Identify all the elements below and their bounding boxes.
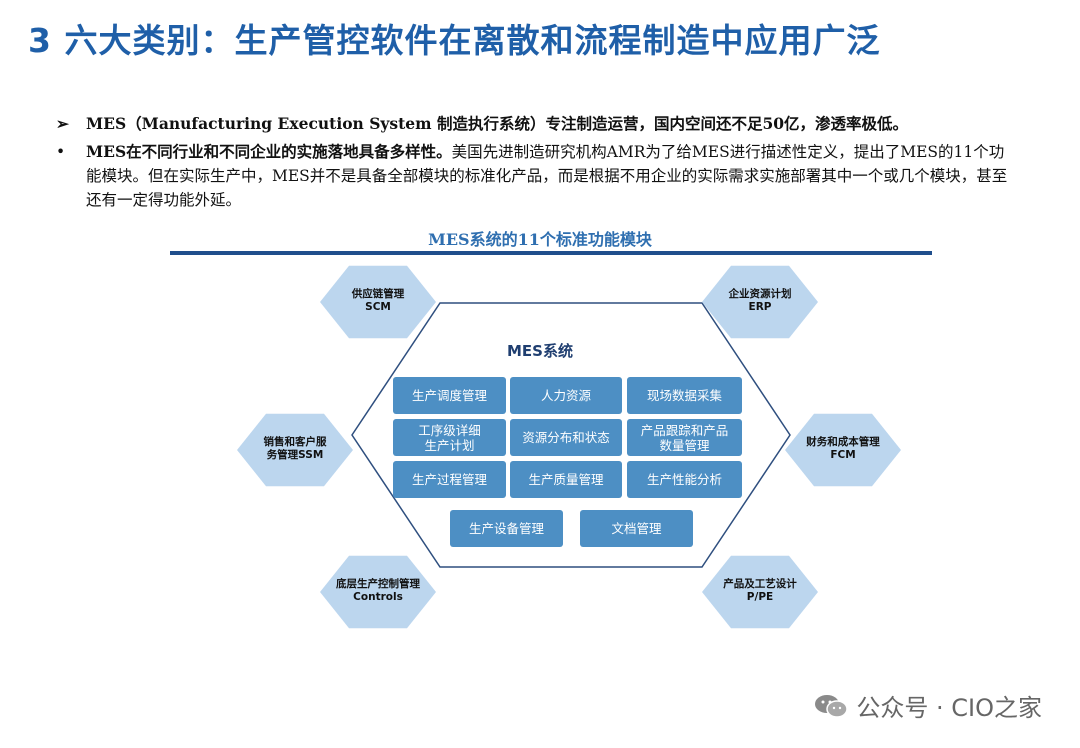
arrow-bullet-icon: ➢ bbox=[56, 114, 69, 133]
node-label-code: ERP bbox=[748, 301, 772, 313]
module-label: 资源分布和状态 bbox=[522, 430, 610, 445]
module-label: 生产设备管理 bbox=[468, 521, 544, 536]
module-box: 生产调度管理 bbox=[393, 377, 506, 414]
node-label-line: 财务和成本管理 bbox=[806, 436, 880, 448]
module-label: 人力资源 bbox=[540, 388, 591, 403]
node-ssm-hexagon bbox=[237, 413, 353, 487]
center-title: MES系统 bbox=[507, 342, 573, 360]
node-label-line: 底层生产控制管理 bbox=[336, 578, 420, 590]
module-box: 工序级详细 生产计划 bbox=[393, 419, 506, 456]
module-box: 人力资源 bbox=[510, 377, 622, 414]
module-box: 产品跟踪和产品 数量管理 bbox=[627, 419, 742, 456]
node-scm-hexagon bbox=[320, 265, 436, 339]
watermark-text: 公众号 · CIO之家 bbox=[856, 694, 1042, 722]
module-label: 产品跟踪和产品 数量管理 bbox=[640, 422, 729, 453]
module-box: 生产设备管理 bbox=[450, 510, 563, 547]
node-controls-hexagon bbox=[320, 555, 436, 629]
module-box: 文档管理 bbox=[580, 510, 693, 547]
module-box: 生产性能分析 bbox=[627, 461, 742, 498]
module-label: 生产调度管理 bbox=[411, 388, 487, 403]
node-ssm-label: 销售和客户服务管理SSM bbox=[235, 436, 355, 462]
dot-bullet-icon: • bbox=[56, 143, 66, 161]
wechat-icon bbox=[815, 694, 849, 718]
diagram-title: MES系统的11个标准功能模块 bbox=[428, 230, 652, 249]
bullet-bold-text: MES在不同行业和不同企业的实施落地具备多样性。 bbox=[86, 142, 452, 161]
watermark: 公众号 · CIO之家 bbox=[814, 688, 1042, 723]
module-label: 现场数据采集 bbox=[646, 388, 722, 403]
node-erp-hexagon bbox=[702, 265, 818, 339]
node-label-code: P/PE bbox=[746, 591, 774, 603]
page-title: 3 六大类别：生产管控软件在离散和流程制造中应用广泛 bbox=[28, 21, 881, 60]
module-label: 生产质量管理 bbox=[528, 472, 604, 487]
module-box: 生产质量管理 bbox=[510, 461, 622, 498]
module-label: 工序级详细 生产计划 bbox=[418, 422, 481, 453]
bullet-item: • MES在不同行业和不同企业的实施落地具备多样性。美国先进制造研究机构AMR为… bbox=[52, 140, 1012, 212]
node-label-line: 企业资源计划 bbox=[728, 288, 792, 300]
node-label-code: Controls bbox=[353, 591, 403, 603]
node-label-code: 务管理SSM bbox=[266, 449, 324, 461]
module-label: 生产过程管理 bbox=[411, 472, 487, 487]
module-box: 资源分布和状态 bbox=[510, 419, 622, 456]
bullet-list: ➢ MES（Manufacturing Execution System 制造执… bbox=[52, 112, 1012, 212]
bullet-text: 美国先进制造研究机构AMR为了给MES进行描述性定义，提出了MES的11个功能模… bbox=[86, 143, 1008, 209]
module-box: 生产过程管理 bbox=[393, 461, 506, 498]
diagram-title-rule bbox=[170, 251, 932, 255]
node-ppe-hexagon bbox=[702, 555, 818, 629]
module-label: 生产性能分析 bbox=[646, 472, 722, 487]
node-label-line: 销售和客户服 bbox=[263, 436, 327, 448]
node-fcm-hexagon bbox=[785, 413, 901, 487]
bullet-item: ➢ MES（Manufacturing Execution System 制造执… bbox=[52, 112, 1012, 136]
node-label-line: 供应链管理 bbox=[351, 288, 405, 300]
bullet-text: MES（Manufacturing Execution System 制造执行系… bbox=[86, 114, 909, 133]
node-label-code: FCM bbox=[830, 449, 856, 461]
node-label-line: 产品及工艺设计 bbox=[723, 578, 797, 590]
module-label: 文档管理 bbox=[611, 521, 662, 536]
node-label-code: SCM bbox=[365, 301, 391, 313]
module-box: 现场数据采集 bbox=[627, 377, 742, 414]
